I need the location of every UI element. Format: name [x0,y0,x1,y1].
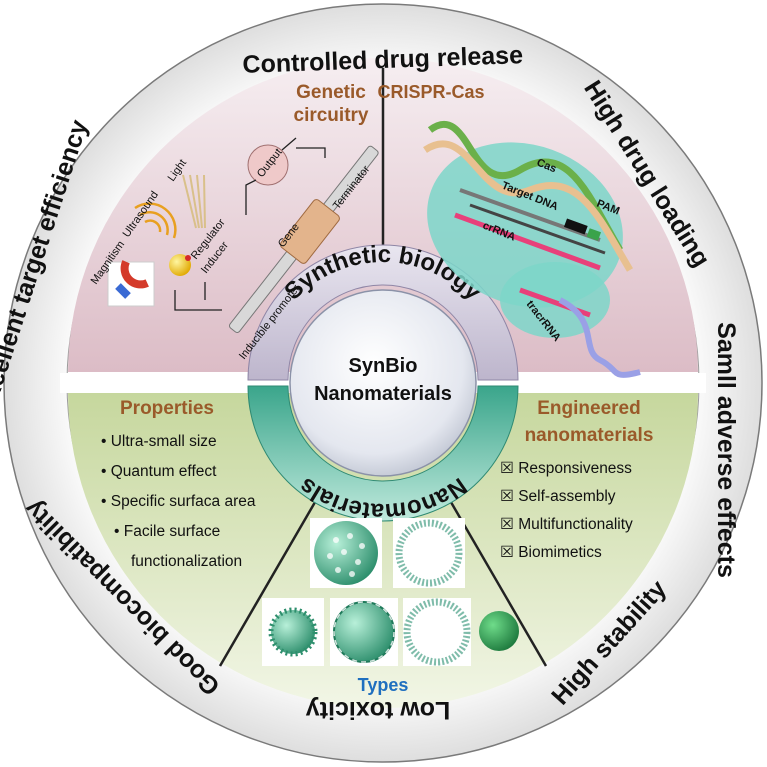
property-item-1: • Ultra-small size [101,433,217,450]
engineered-title-2: nanomaterials [525,425,654,446]
magnet-icon [107,260,155,307]
properties-title: Properties [120,398,214,419]
ring-label-bottom: Low toxicity [306,696,451,724]
types-title: Types [358,675,409,695]
dna-strand [228,145,379,333]
property-item-2: • Quantum effect [101,463,217,480]
inner-ring-bottom [247,385,519,522]
property-item-4: • Facile surface [114,523,220,540]
engineered-item-2: ☒ Self-assembly [500,488,616,505]
engineered-item-4: ☒ Biomimetics [500,544,602,561]
property-item-5: functionalization [131,553,242,570]
bottom-quadrant [68,393,698,708]
light-icon [182,174,206,229]
center-circle [289,289,477,477]
solid-sphere-image [479,611,519,651]
property-item-3: • Specific surfaca area [101,493,256,510]
vesicle-image-2 [403,598,471,666]
center-line1: SynBio [349,355,418,377]
divider-bottom-left [218,496,320,667]
genetic-title-1: Genetic [296,82,366,103]
engineered-item-3: ☒ Multifunctionality [500,516,633,533]
crispr-complex [423,120,641,378]
vesicle-image-1 [395,519,463,587]
inner-ring-top [247,244,519,381]
ring-label-right: Samll adverse effects [712,322,740,578]
crispr-title: CRISPR-Cas [377,82,484,102]
output-circle [247,144,289,186]
nanomaterial-types [262,518,519,666]
ultrasound-icon [134,202,177,239]
engineered-item-1: ☒ Responsiveness [500,460,632,477]
genetic-title-2: circuitry [294,105,369,126]
engineered-title-1: Engineered [537,398,640,419]
center-line2: Nanomaterials [314,383,452,405]
spiky-sphere-image [268,607,318,657]
